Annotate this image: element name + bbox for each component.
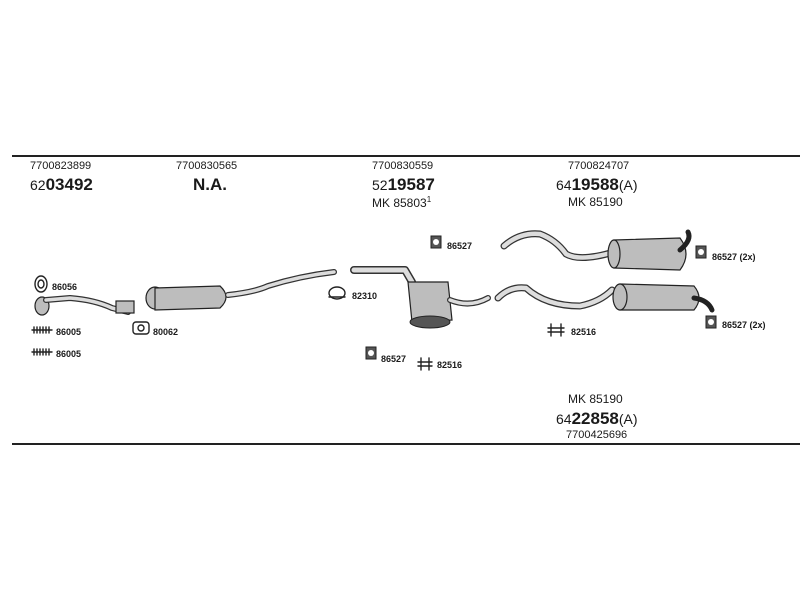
callout-82516-b: 82516 [571, 327, 597, 337]
part-prefix: 64 [556, 411, 572, 427]
bottom-rule [12, 443, 800, 445]
part-number-rear-silencer-alt: 6422858(A) [556, 410, 638, 427]
not-available-label: N.A. [193, 176, 227, 193]
callout-86005-a: 86005 [56, 327, 82, 337]
callout-86527-b: 86527 [381, 354, 407, 364]
rubber-hanger-icon [705, 315, 717, 329]
oe-number-rear-silencer-alt: 7700425696 [566, 429, 628, 441]
rubber-hanger-icon [365, 346, 377, 360]
callout-86056: 86056 [52, 282, 78, 292]
part-prefix: 62 [30, 177, 46, 193]
callout-86527-2x-b: 86527 (2x) [722, 320, 766, 330]
callout-80062: 80062 [153, 327, 179, 337]
part-main: 19587 [387, 175, 435, 194]
clamp-bracket-icon [547, 323, 565, 337]
oe-number-middle-silencer: 7700830565 [176, 160, 238, 172]
rear-silencer-part-a [500, 229, 692, 271]
part-number-center-silencer: 5219587 [372, 176, 435, 193]
callout-86005-b: 86005 [56, 349, 82, 359]
callout-86527-2x-a: 86527 (2x) [712, 252, 756, 262]
rubber-hanger-icon [430, 235, 442, 249]
mounting-kit-rear-alt: MK 85190 [568, 392, 623, 406]
part-main: 03492 [45, 175, 93, 194]
middle-silencer-part [145, 269, 337, 311]
spring-bolt-icon [31, 348, 53, 356]
flange-gasket-icon [132, 321, 150, 335]
mk-text: MK 85803 [372, 196, 427, 210]
gasket-ring-icon [34, 275, 48, 293]
part-number-rear-silencer: 6419588(A) [556, 176, 638, 193]
clamp-icon [328, 286, 346, 300]
oe-number-front-pipe: 7700823899 [30, 160, 92, 172]
callout-82310: 82310 [352, 291, 378, 301]
spring-bolt-icon [31, 326, 53, 334]
part-main: 22858 [571, 409, 619, 428]
front-pipe-part [34, 295, 135, 316]
oe-number-center-silencer: 7700830559 [372, 160, 434, 172]
center-silencer-part [350, 266, 491, 329]
mounting-kit-rear: MK 85190 [568, 195, 623, 209]
part-prefix: 52 [372, 177, 388, 193]
top-rule [12, 155, 800, 157]
part-suffix: (A) [618, 177, 638, 193]
part-main: 19588 [571, 175, 619, 194]
mounting-kit-center: MK 858031 [372, 195, 432, 210]
callout-82516-a: 82516 [437, 360, 463, 370]
na-text: N.A. [193, 175, 227, 194]
rubber-hanger-icon [695, 245, 707, 259]
part-suffix: (A) [618, 411, 638, 427]
oe-number-rear-silencer: 7700824707 [568, 160, 630, 172]
mk-superscript: 1 [426, 195, 432, 204]
callout-86527-a: 86527 [447, 241, 473, 251]
rear-silencer-part-b [494, 283, 715, 313]
part-number-front-pipe: 6203492 [30, 176, 93, 193]
part-prefix: 64 [556, 177, 572, 193]
clamp-bracket-icon [417, 357, 433, 371]
